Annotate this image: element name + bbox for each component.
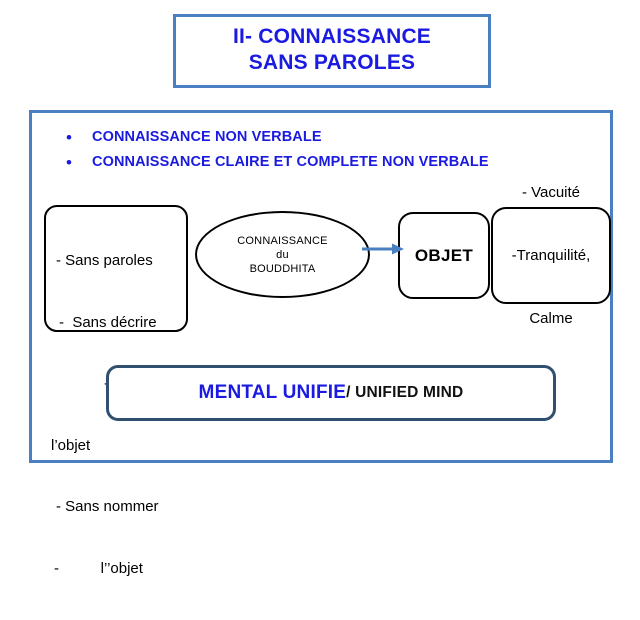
right-line-1: - Vacuité xyxy=(521,184,581,201)
title-box: II- CONNAISSANCE SANS PAROLES xyxy=(173,14,491,88)
ellipse-line-3: BOUDDHITA xyxy=(249,262,316,275)
title-line-1: II- CONNAISSANCE xyxy=(232,25,432,48)
title-line-2: SANS PAROLES xyxy=(248,51,416,74)
bullet-label: CONNAISSANCE NON VERBALE xyxy=(92,129,322,145)
right-qualities-box: - Vacuité -Tranquilité, Calme xyxy=(491,184,611,327)
unified-mind-french-label: MENTAL UNIFIE xyxy=(198,382,347,403)
knowledge-ellipse: CONNAISSANCE du BOUDDHITA xyxy=(195,211,370,298)
left-line-1: - Sans paroles xyxy=(56,252,153,269)
main-content-box: • CONNAISSANCE NON VERBALE • CONNAISSANC… xyxy=(29,110,613,577)
left-description-box: - Sans paroles - Sans décrire - l’objet … xyxy=(44,205,188,577)
objet-label: OBJET xyxy=(414,245,474,265)
arrow-right-icon xyxy=(362,243,404,255)
slide-canvas: II- CONNAISSANCE SANS PAROLES • CONNAISS… xyxy=(29,14,613,577)
list-item: • CONNAISSANCE NON VERBALE xyxy=(66,127,596,148)
right-line-2: -Tranquilité, xyxy=(511,247,591,264)
left-line-5: - Sans nommer xyxy=(56,498,159,515)
ellipse-line-2: du xyxy=(276,248,289,261)
bullet-list: • CONNAISSANCE NON VERBALE • CONNAISSANC… xyxy=(66,127,596,177)
left-line-2: - Sans décrire xyxy=(59,313,157,331)
left-line-4: l’objet xyxy=(51,436,91,454)
ellipse-line-1: CONNAISSANCE xyxy=(237,234,328,247)
bullet-marker-icon: • xyxy=(66,153,72,172)
right-line-3: Calme xyxy=(529,310,573,327)
left-line-6: - l’’objet xyxy=(54,559,143,577)
bullet-marker-icon: • xyxy=(66,128,72,147)
objet-box: OBJET xyxy=(398,212,490,299)
unified-mind-english-label: / UNIFIED MIND xyxy=(346,384,464,401)
unified-mind-box: MENTAL UNIFIE / UNIFIED MIND xyxy=(106,365,556,421)
right-qualities-lines: - Vacuité -Tranquilité, Calme xyxy=(512,140,591,371)
bullet-label: CONNAISSANCE CLAIRE ET COMPLETE NON VERB… xyxy=(92,154,489,170)
list-item: • CONNAISSANCE CLAIRE ET COMPLETE NON VE… xyxy=(66,152,596,173)
